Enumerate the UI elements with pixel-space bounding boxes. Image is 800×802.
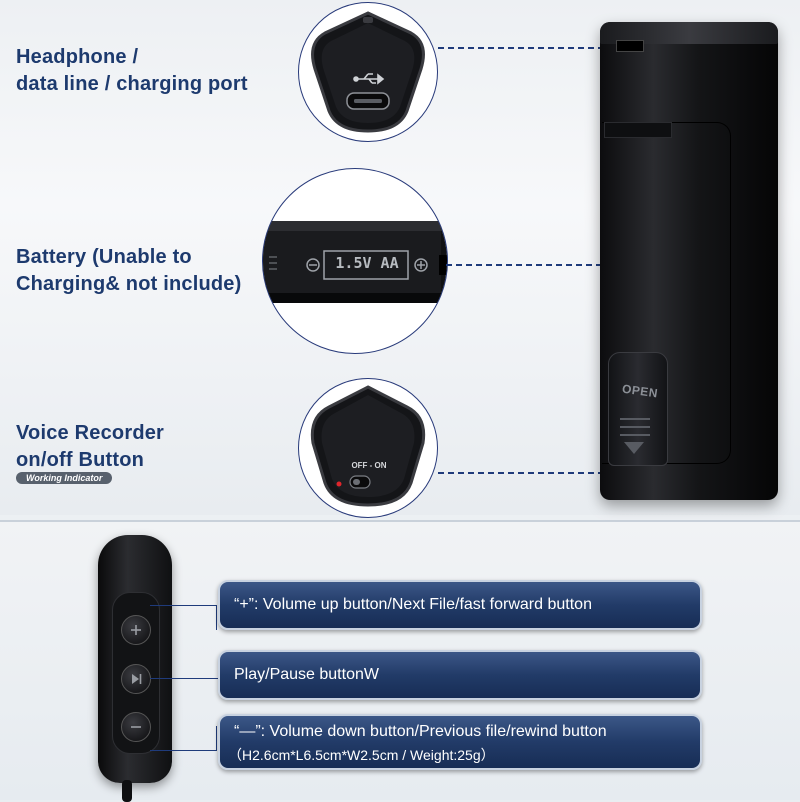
port-closeup	[298, 2, 438, 142]
working-indicator-badge: Working Indicator	[16, 472, 113, 484]
usb-icon	[353, 73, 385, 85]
door-grip-line	[620, 434, 650, 436]
plus-icon	[414, 258, 428, 272]
section-divider	[0, 520, 800, 522]
switch-closeup-graphic	[310, 385, 426, 507]
device-clip-tab	[604, 122, 672, 138]
switch-closeup: OFF - ON	[298, 378, 438, 518]
switch-label: OFF - ON	[351, 461, 387, 470]
volume-up-button[interactable]	[121, 615, 151, 645]
play-pause-callout-text: Play/Pause buttonW	[234, 666, 379, 683]
volume-down-callout: “—”: Volume down button/Previous file/re…	[218, 714, 702, 770]
down-arrow-icon	[624, 442, 644, 454]
battery-closeup: 1.5V AA	[262, 168, 448, 354]
battery-leader-line	[446, 264, 632, 266]
device-port-slot	[616, 40, 644, 52]
working-indicator-led	[336, 481, 342, 487]
battery-spec-text: 1.5V AA	[335, 254, 399, 272]
door-grip-line	[620, 426, 650, 428]
volume-up-callout: “+”: Volume up button/Next File/fast for…	[218, 580, 702, 630]
battery-label-line2: Charging& not include)	[16, 273, 242, 295]
play-pause-icon	[132, 674, 142, 684]
play-pause-callout: Play/Pause buttonW	[218, 650, 702, 700]
battery-closeup-graphic	[263, 221, 447, 303]
volume-up-connector	[150, 605, 217, 630]
battery-label-line1: Battery (Unable to	[16, 246, 192, 268]
volume-up-callout-text: “+”: Volume up button/Next File/fast for…	[234, 596, 592, 613]
port-leader-line	[438, 47, 604, 49]
power-label: Voice Recorder on/off Button	[16, 420, 164, 474]
port-label: Headphone / data line / charging port	[16, 44, 248, 98]
port-label-line1: Headphone /	[16, 46, 139, 68]
battery-door	[608, 352, 668, 466]
door-grip-line	[620, 418, 650, 420]
dimensions-text: （H2.6cm*L6.5cm*W2.5cm / Weight:25g）	[228, 747, 495, 763]
plus-icon	[131, 625, 141, 635]
play-pause-connector	[150, 678, 218, 679]
play-pause-button[interactable]	[121, 664, 151, 694]
port-label-line2: data line / charging port	[16, 73, 248, 95]
minus-icon	[306, 258, 320, 272]
volume-down-callout-text: “—”: Volume down button/Previous file/re…	[234, 723, 607, 740]
remote-cable	[122, 780, 132, 802]
volume-down-button[interactable]	[121, 712, 151, 742]
minus-icon	[131, 726, 141, 728]
power-label-line1: Voice Recorder	[16, 422, 165, 444]
battery-label: Battery (Unable to Charging& not include…	[16, 244, 242, 298]
power-label-line2: on/off Button	[16, 449, 145, 471]
switch-leader-line	[438, 472, 604, 474]
port-closeup-graphic	[311, 11, 425, 133]
volume-down-connector	[150, 726, 217, 751]
device-top-cap	[600, 22, 778, 44]
